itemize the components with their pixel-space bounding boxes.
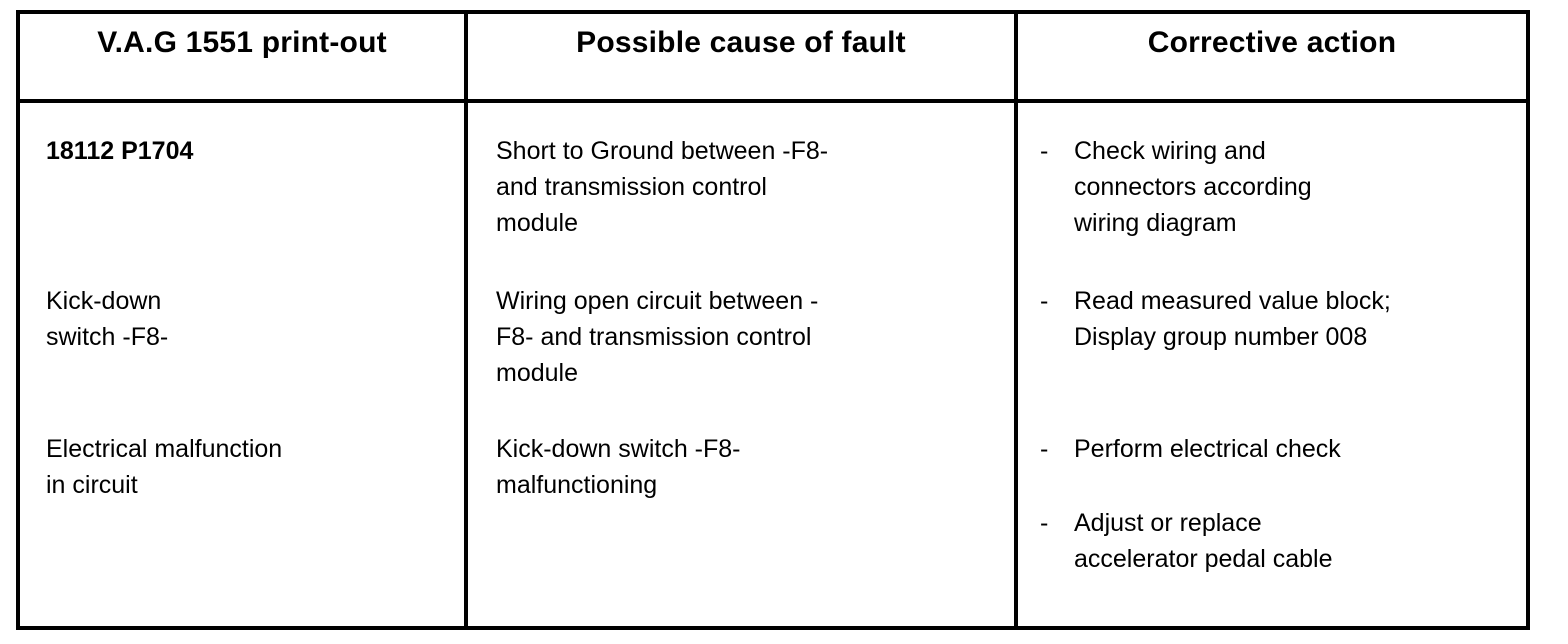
text-line: connectors according bbox=[1074, 173, 1312, 201]
column-header-possible-cause: Possible cause of fault bbox=[468, 14, 1014, 99]
fault-code-table: V.A.G 1551 print-out Possible cause of f… bbox=[16, 10, 1530, 630]
text-line: Short to Ground between -F8- bbox=[496, 137, 829, 165]
dash-bullet-icon: - bbox=[1040, 137, 1049, 165]
text-line: accelerator pedal cable bbox=[1074, 545, 1333, 573]
printout-block: Electrical malfunction in circuit bbox=[46, 431, 464, 503]
text-line: module bbox=[496, 209, 578, 237]
text-line: Kick-down bbox=[46, 287, 162, 315]
text-line: Electrical malfunction bbox=[46, 435, 283, 463]
action-list-item: - Check wiring and connectors according … bbox=[1040, 133, 1526, 241]
text-line: Adjust or replace bbox=[1074, 509, 1262, 537]
dash-bullet-icon: - bbox=[1040, 435, 1049, 463]
action-block: - Read measured value block; Display gro… bbox=[1040, 283, 1526, 431]
column-header-label: V.A.G 1551 print-out bbox=[97, 26, 387, 59]
column-header-label: Corrective action bbox=[1147, 26, 1397, 59]
column-header-label: Possible cause of fault bbox=[576, 26, 906, 59]
dash-bullet-icon: - bbox=[1040, 287, 1049, 315]
text-line: F8- and transmission control bbox=[496, 323, 812, 351]
text-line: Kick-down switch -F8- bbox=[496, 435, 741, 463]
column-header-vag-printout: V.A.G 1551 print-out bbox=[20, 14, 464, 99]
text-line: malfunctioning bbox=[496, 471, 658, 499]
text-line: and transmission control bbox=[496, 173, 767, 201]
cause-block: Wiring open circuit between - F8- and tr… bbox=[496, 283, 1014, 431]
header-divider-line bbox=[20, 99, 1526, 103]
text-line: module bbox=[496, 359, 578, 387]
text-line: 18112 P1704 bbox=[46, 137, 194, 165]
action-block: - Check wiring and connectors according … bbox=[1040, 133, 1526, 283]
text-line: Check wiring and bbox=[1074, 137, 1266, 165]
text-line: in circuit bbox=[46, 471, 138, 499]
printout-block: 18112 P1704 bbox=[46, 133, 464, 283]
text-line: Wiring open circuit between - bbox=[496, 287, 819, 315]
action-list-item: - Perform electrical check bbox=[1040, 431, 1526, 467]
column-divider-2 bbox=[1014, 14, 1018, 626]
cause-block: Kick-down switch -F8- malfunctioning bbox=[496, 431, 1014, 503]
column-divider-1 bbox=[464, 14, 468, 626]
column-header-corrective-action: Corrective action bbox=[1018, 14, 1526, 99]
action-block: - Perform electrical check bbox=[1040, 431, 1526, 505]
text-line: Perform electrical check bbox=[1074, 435, 1341, 463]
text-line: wiring diagram bbox=[1074, 209, 1237, 237]
text-line: Read measured value block; bbox=[1074, 287, 1391, 315]
cell-possible-cause: Short to Ground between -F8- and transmi… bbox=[468, 103, 1014, 626]
cell-vag-printout: 18112 P1704 Kick-down switch -F8- Electr… bbox=[20, 103, 464, 626]
action-list-item: - Read measured value block; Display gro… bbox=[1040, 283, 1526, 355]
cell-corrective-action: - Check wiring and connectors according … bbox=[1018, 103, 1526, 626]
action-list-item: - Adjust or replace accelerator pedal ca… bbox=[1040, 505, 1526, 577]
cause-block: Short to Ground between -F8- and transmi… bbox=[496, 133, 1014, 283]
text-line: Display group number 008 bbox=[1074, 323, 1368, 351]
action-block: - Adjust or replace accelerator pedal ca… bbox=[1040, 505, 1526, 577]
text-line: switch -F8- bbox=[46, 323, 169, 351]
table-inner: V.A.G 1551 print-out Possible cause of f… bbox=[20, 14, 1526, 626]
printout-block: Kick-down switch -F8- bbox=[46, 283, 464, 431]
dash-bullet-icon: - bbox=[1040, 509, 1049, 537]
